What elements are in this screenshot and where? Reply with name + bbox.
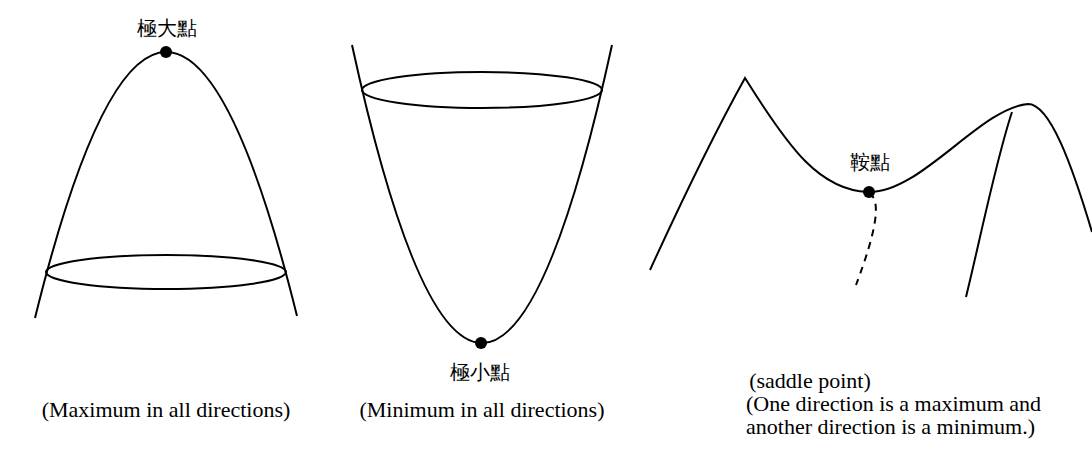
maximum-ellipse [46,255,286,289]
minimum-ellipse [362,72,602,108]
minimum-surface [352,45,612,343]
maximum-label: 極大點 [137,16,197,40]
caption-note: (One direction is a maximum and another … [746,392,1046,438]
maximum-surface [35,52,297,318]
saddle-dashed-curve [856,193,876,285]
caption: (saddle point) [749,369,871,392]
caption: (Maximum in all directions) [42,398,291,421]
saddle-point [863,186,875,198]
saddle-surface [650,78,1092,270]
saddle-ridge [966,112,1012,297]
minimum-point [475,337,487,349]
saddle-label: 鞍點 [850,150,890,174]
maximum-point [160,46,172,58]
caption: (Minimum in all directions) [359,398,604,421]
minimum-label: 極小點 [450,360,510,384]
